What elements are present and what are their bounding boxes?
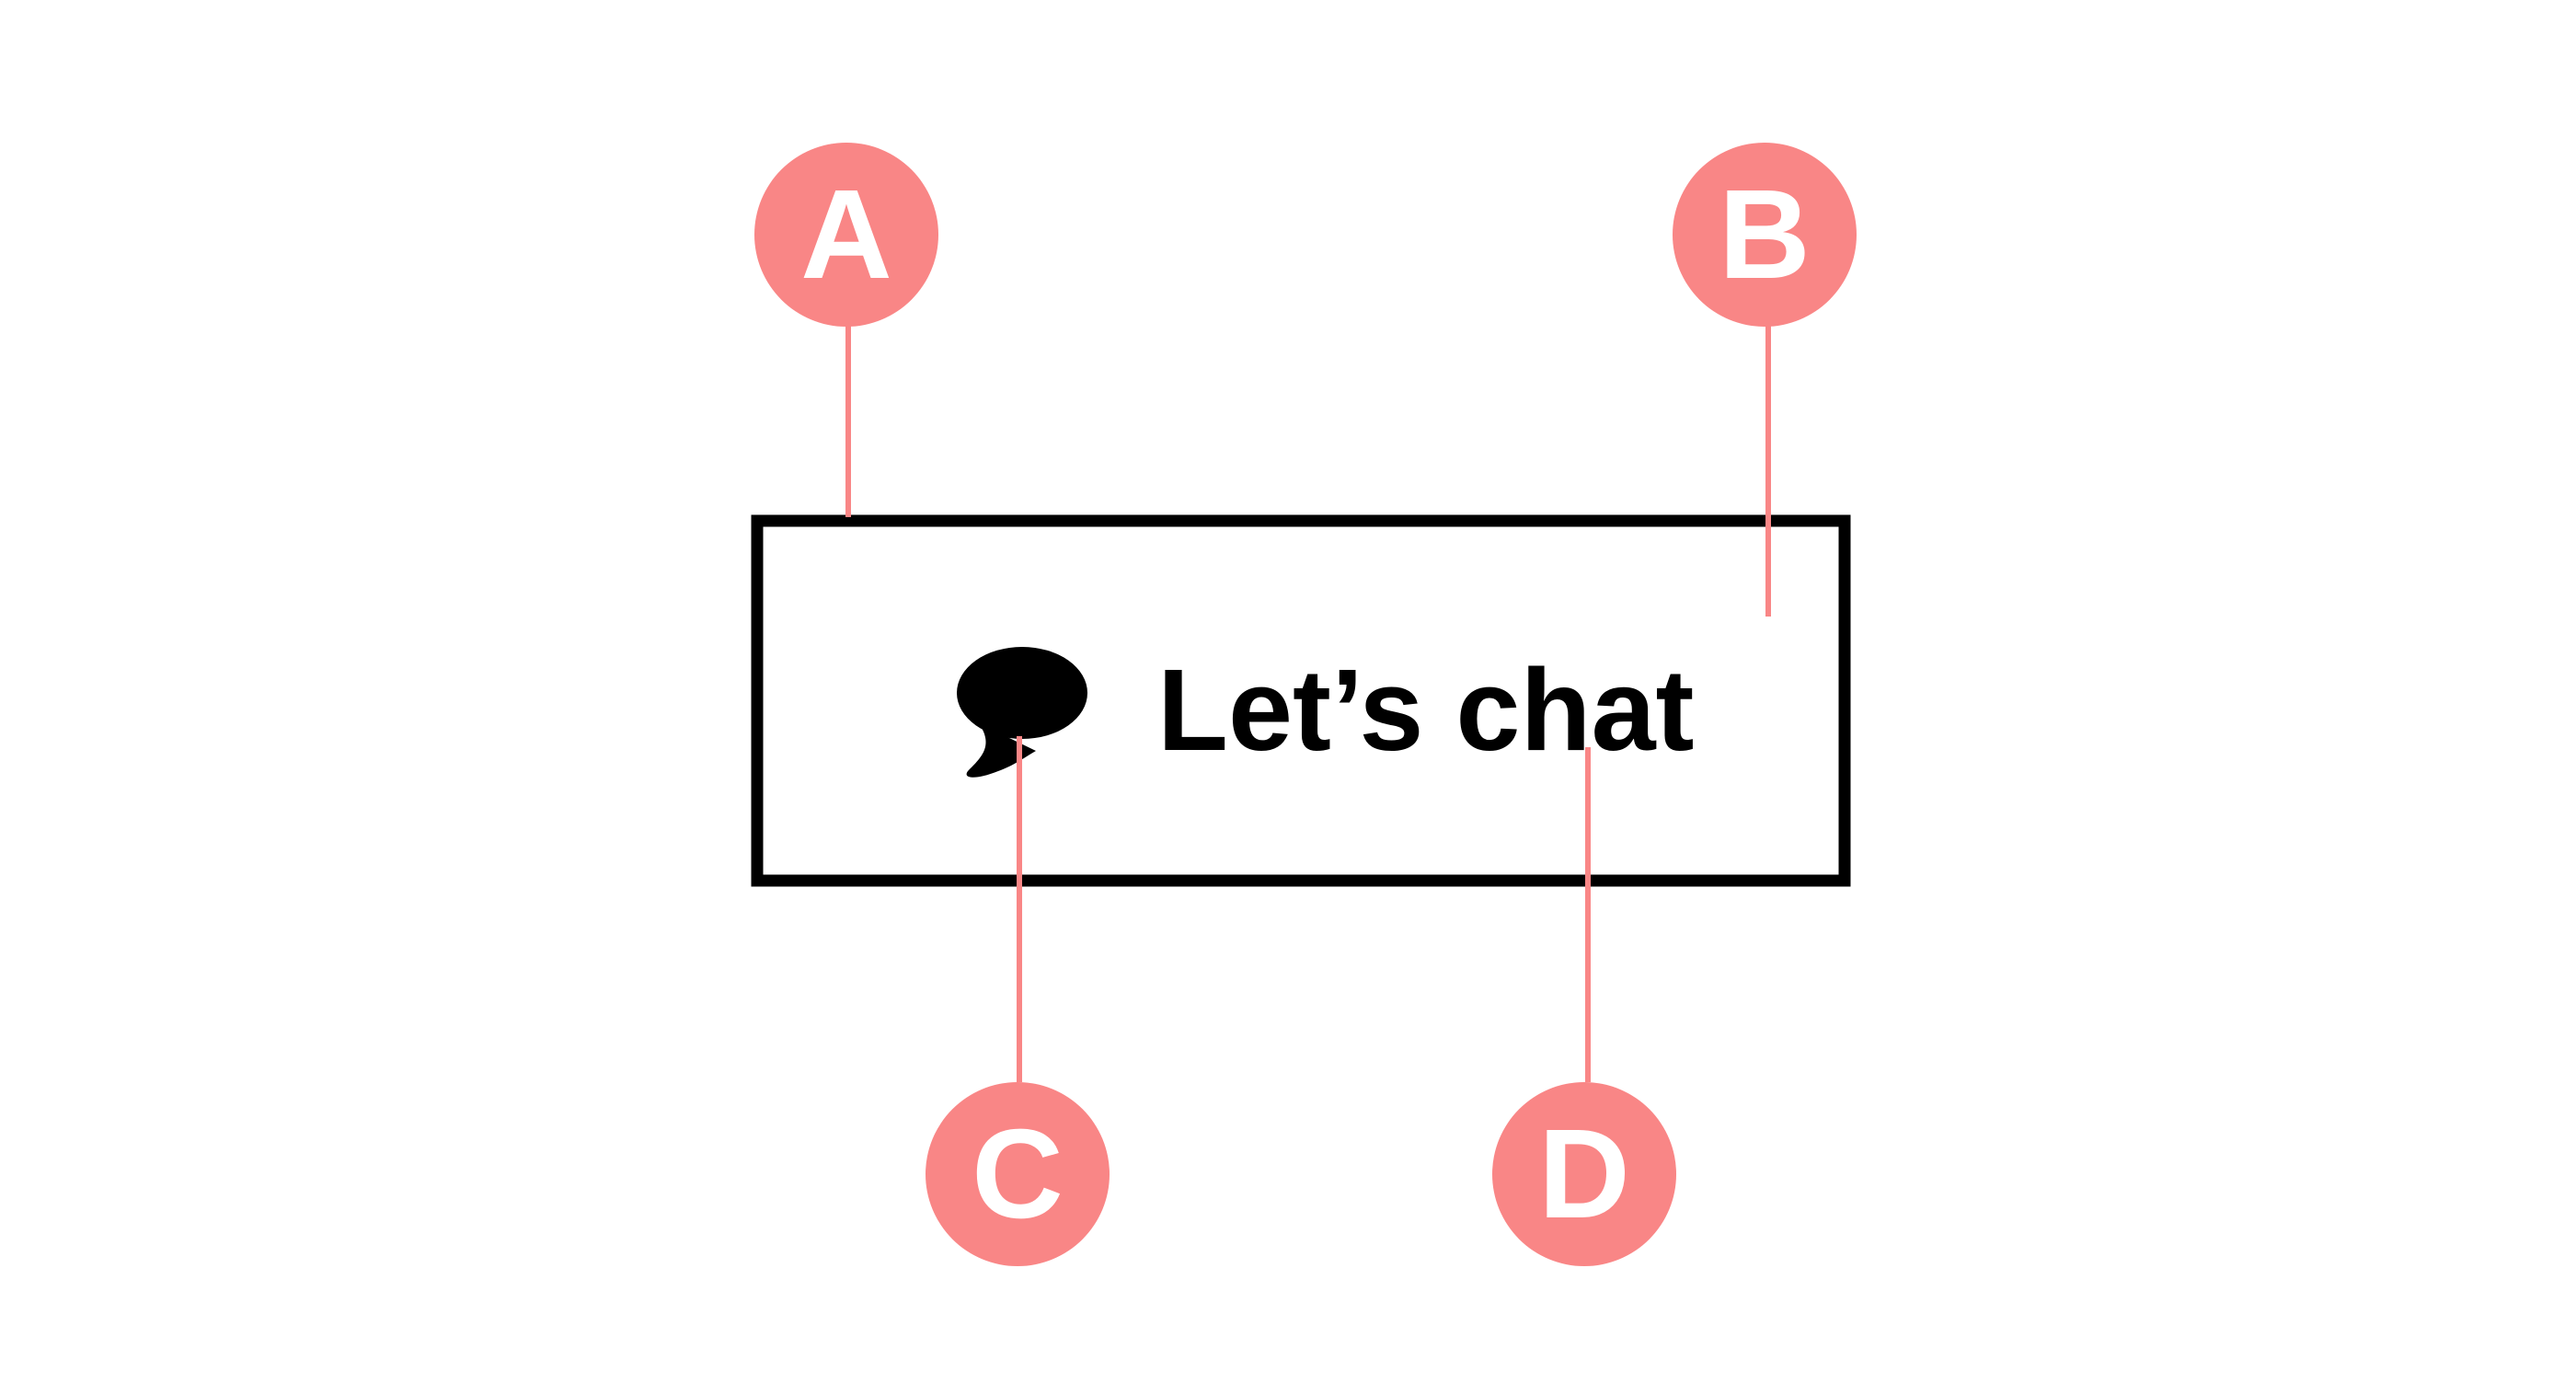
marker-d: D xyxy=(1492,1082,1676,1266)
marker-a-letter: A xyxy=(800,164,892,306)
button-container xyxy=(751,514,1851,887)
button-label-text: Let’s chat xyxy=(1157,645,1695,775)
marker-a: A xyxy=(754,143,938,327)
marker-c-letter: C xyxy=(972,1103,1064,1245)
marker-b-letter: B xyxy=(1719,164,1811,306)
button-example: Let’s chat xyxy=(751,514,1851,887)
marker-c: C xyxy=(926,1082,1110,1266)
marker-b: B xyxy=(1673,143,1857,327)
marker-d-letter: D xyxy=(1538,1103,1630,1245)
speech-bubble-icon xyxy=(957,647,1087,778)
leader-lines xyxy=(845,322,1771,1082)
